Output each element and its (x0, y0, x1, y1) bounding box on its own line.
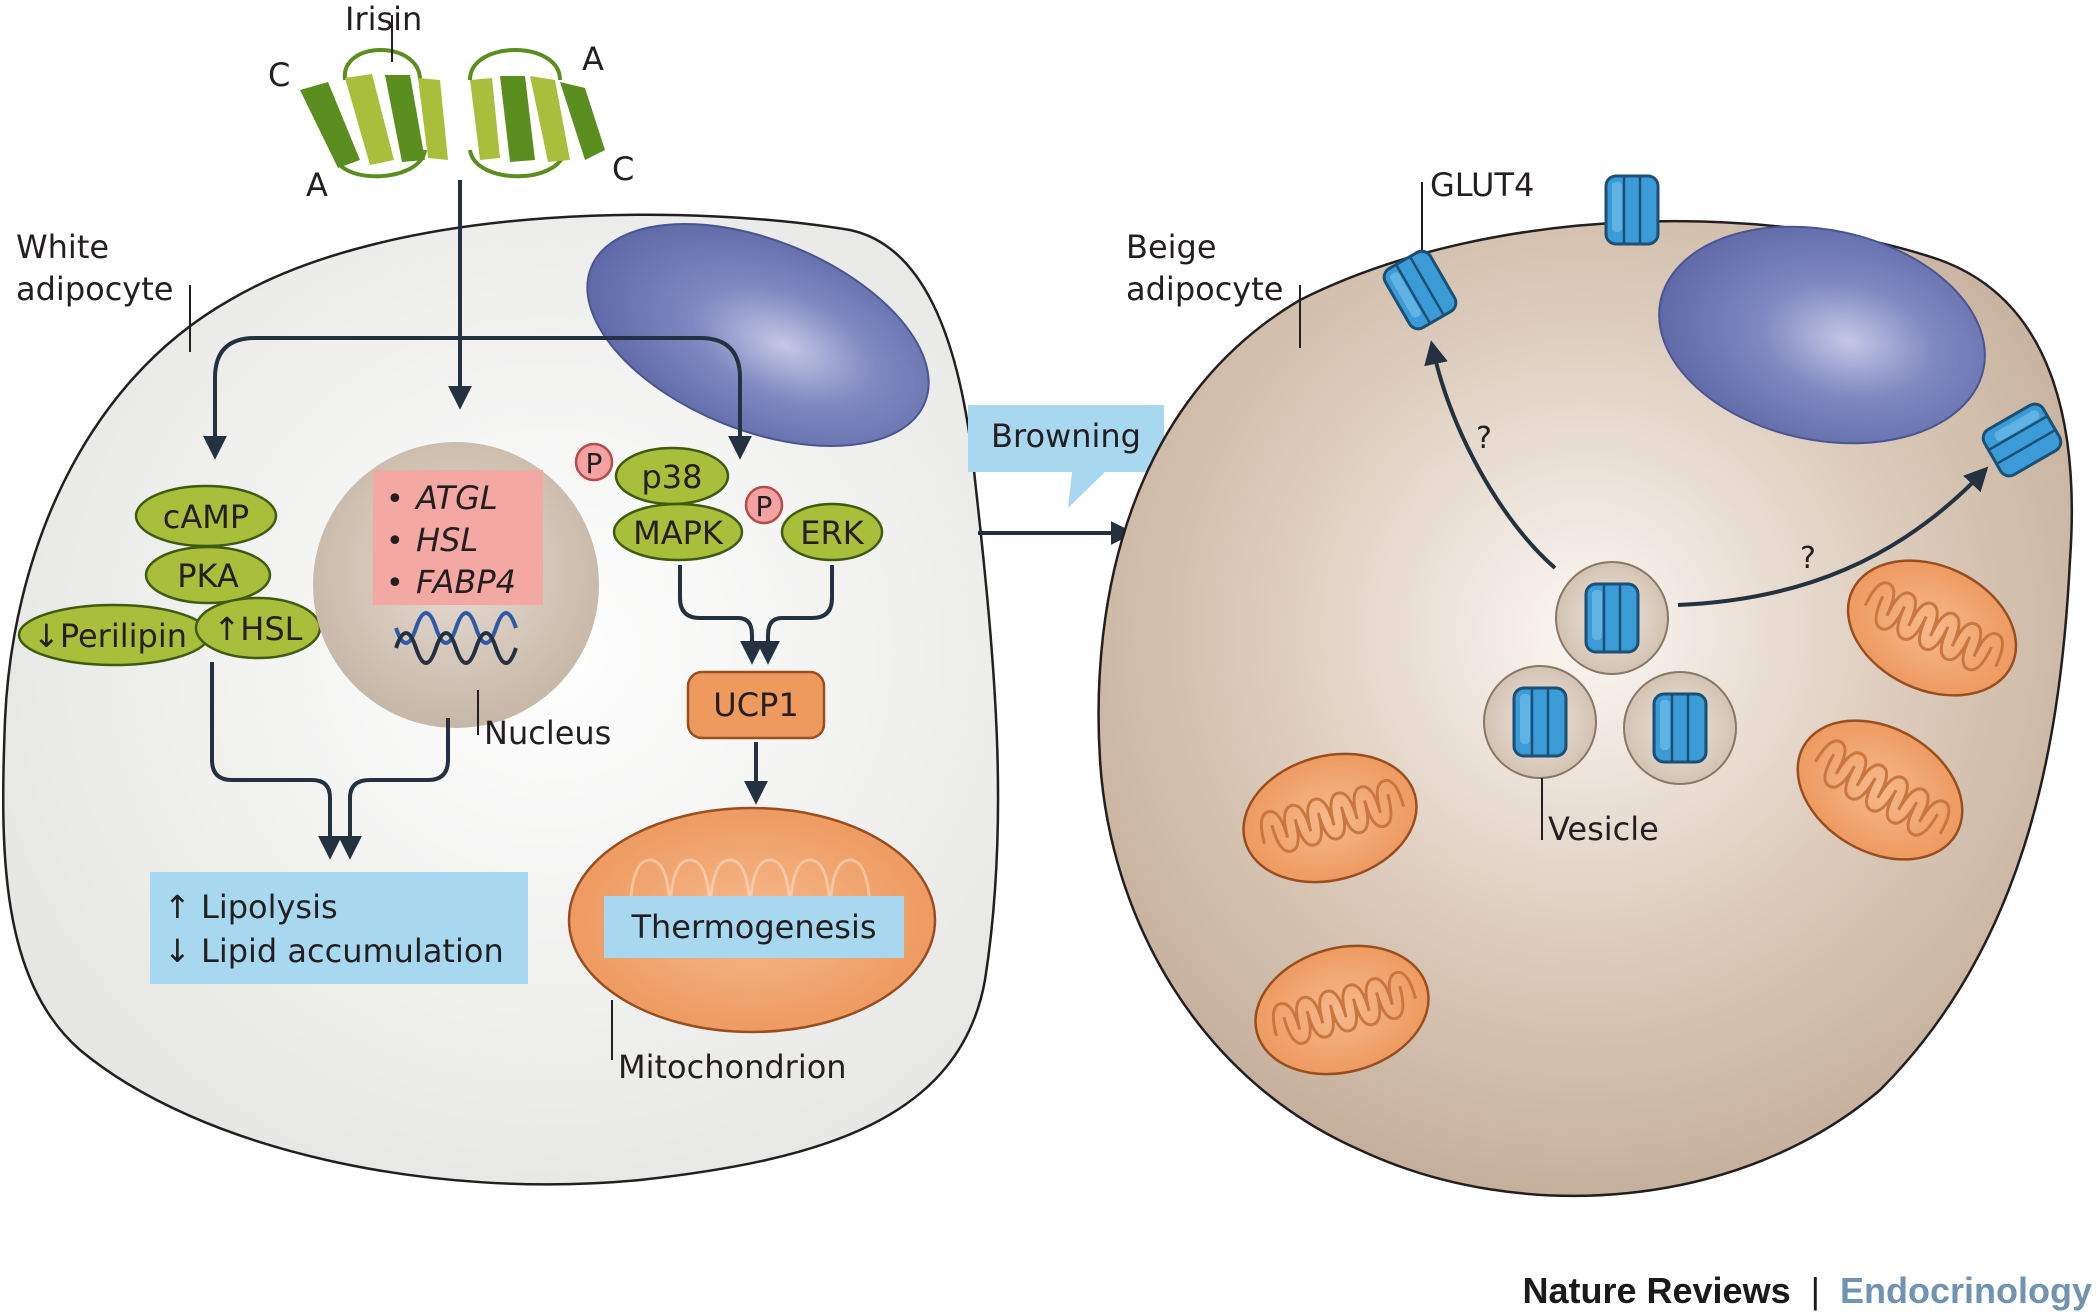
white-adipocyte-label-2: adipocyte (16, 270, 173, 308)
lipid-accumulation-label: ↓ Lipid accumulation (164, 932, 504, 970)
white-cell-lipid-droplet (586, 223, 930, 447)
gene-atgl: ATGL (414, 479, 498, 517)
ucp1-label: UCP1 (713, 686, 798, 724)
question-mark-1: ? (1476, 421, 1492, 456)
footer-section: Endocrinology (1840, 1270, 2092, 1311)
browning-label: Browning (991, 417, 1141, 455)
lipolysis-label: ↑ Lipolysis (164, 888, 338, 926)
perilipin-label: ↓Perilipin (33, 617, 187, 655)
gene-list-box (373, 470, 543, 605)
browning-callout (968, 405, 1164, 508)
ucp1-box (686, 670, 826, 740)
glut4-label: GLUT4 (1430, 166, 1534, 204)
mitochondrion-label: Mitochondrion (618, 1048, 847, 1086)
lipolysis-arrows (210, 662, 450, 860)
footer-credit: Nature Reviews | Endocrinology (1522, 1270, 2092, 1311)
pka-oval (144, 545, 272, 605)
phospho-badge-2 (744, 485, 784, 525)
beige-mitochondrion-3 (1846, 559, 2018, 697)
phospho-label-1: P (586, 447, 603, 480)
glut4-transporter-2 (1604, 174, 1660, 246)
footer-separator: | (1811, 1270, 1820, 1311)
irisin-a-left-label: A (306, 166, 328, 204)
irisin-signal-arrows (203, 180, 752, 460)
phospho-badge-1 (574, 442, 614, 482)
gene-bullet-1: • (386, 482, 404, 517)
gene-bullet-2: • (386, 524, 404, 559)
irisin-label: Irisin (345, 0, 422, 38)
mapk-oval (612, 502, 744, 562)
erk-oval (780, 502, 884, 562)
white-adipocyte-label-1: White (16, 228, 109, 266)
thermogenesis-label: Thermogenesis (630, 908, 876, 946)
glut4-translocation-arrows (1424, 340, 1989, 607)
nucleus-label: Nucleus (484, 714, 611, 752)
gene-bullet-3: • (386, 566, 404, 601)
irisin-protein (300, 15, 605, 179)
phospho-label-2: P (756, 490, 773, 523)
question-mark-2: ? (1800, 541, 1816, 576)
irisin-a-right-label: A (582, 40, 604, 78)
gene-hsl: HSL (416, 521, 478, 559)
vesicle-1 (1555, 561, 1669, 675)
lipolysis-box (150, 872, 528, 984)
mapk-label: MAPK (633, 514, 724, 552)
beige-mitochondrion-4 (1796, 719, 1964, 861)
footer-journal: Nature Reviews (1522, 1270, 1790, 1311)
gene-fabp4: FABP4 (416, 563, 516, 601)
p38-label: p38 (641, 458, 702, 496)
beige-mitochondrion-1 (1242, 752, 1418, 884)
vesicle-3 (1623, 671, 1737, 785)
camp-label: cAMP (163, 498, 249, 536)
vesicle-label: Vesicle (1548, 810, 1659, 848)
irisin-c-right-label: C (612, 150, 634, 188)
irisin-c-left-label: C (268, 56, 290, 94)
erk-label: ERK (800, 514, 864, 552)
beige-adipocyte-label-1: Beige (1126, 228, 1217, 266)
beige-adipocyte-label-2: adipocyte (1126, 270, 1283, 308)
thermogenesis-box (604, 896, 904, 958)
mapk-erk-arrows (678, 565, 834, 665)
dna-icon (394, 611, 518, 665)
hsl-up-label: ↑HSL (213, 610, 302, 648)
vesicle-2 (1483, 665, 1597, 779)
beige-cell-lipid-droplet (1658, 225, 1986, 445)
beige-mitochondrion-2 (1254, 944, 1430, 1076)
pka-label: PKA (177, 557, 239, 595)
